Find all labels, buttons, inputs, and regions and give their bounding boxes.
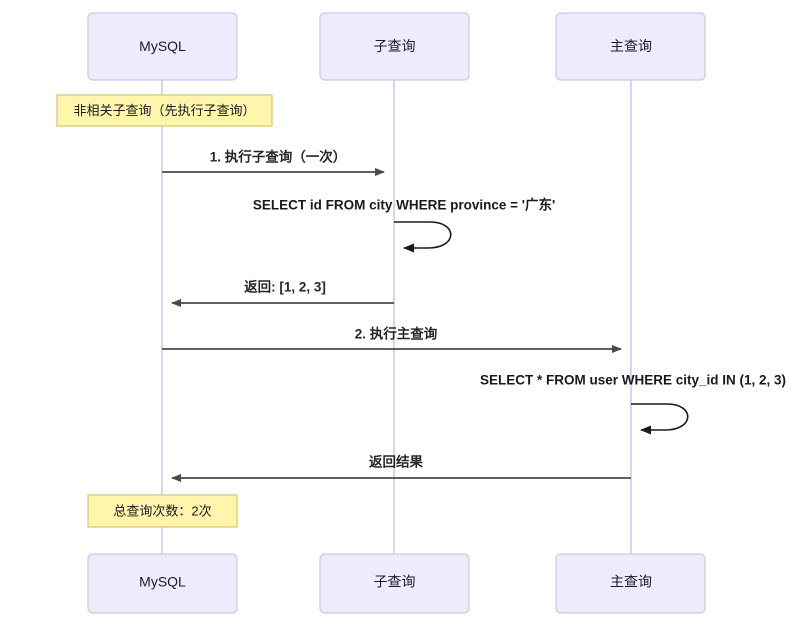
message-1-self-label: SELECT id FROM city WHERE province = '广东…: [253, 197, 555, 213]
note-label-top: 非相关子查询（先执行子查询）: [73, 103, 255, 118]
message-4-label: 返回结果: [369, 454, 423, 470]
note-bottom[interactable]: 总查询次数：2次: [87, 494, 238, 528]
participant-label-subquery: 子查询: [374, 38, 416, 54]
message-3-self-label: SELECT * FROM user WHERE city_id IN (1, …: [480, 373, 786, 388]
message-4[interactable]: 返回结果: [171, 454, 631, 482]
message-2-label: 返回: [1, 2, 3]: [244, 280, 326, 295]
message-3-self-loop[interactable]: [631, 403, 689, 435]
participant-box-mysql-footer[interactable]: [87, 553, 238, 614]
participant-box-mainquery-footer[interactable]: [555, 553, 706, 614]
message-1-self-loop[interactable]: [394, 221, 452, 253]
note-box-top[interactable]: [56, 94, 273, 127]
participant-box-subquery[interactable]: [319, 12, 470, 81]
note-box-bottom[interactable]: [87, 494, 238, 528]
participant-label-mainquery-footer: 主查询: [610, 574, 652, 590]
participant-box-subquery-footer[interactable]: [319, 553, 470, 614]
message-1[interactable]: 1. 执行子查询（一次）: [162, 149, 385, 176]
participant-box-mainquery[interactable]: [555, 12, 706, 81]
participant-box-mysql[interactable]: [87, 12, 238, 81]
message-3-label: 2. 执行主查询: [355, 326, 438, 342]
note-label-bottom: 总查询次数：2次: [113, 503, 211, 518]
message-1-label: 1. 执行子查询（一次）: [210, 149, 347, 165]
participant-label-mainquery: 主查询: [610, 38, 652, 54]
message-1-self[interactable]: SELECT id FROM city WHERE province = '广东…: [253, 197, 555, 253]
participant-label-mysql: MySQL: [139, 38, 186, 54]
message-3[interactable]: 2. 执行主查询: [162, 326, 622, 353]
participant-header-subquery[interactable]: 子查询: [319, 12, 470, 81]
participant-footer-subquery[interactable]: 子查询: [319, 553, 470, 614]
participant-label-mysql-footer: MySQL: [139, 574, 186, 590]
participant-label-subquery-footer: 子查询: [374, 574, 416, 590]
lifelines: [161, 80, 632, 554]
participant-header-mysql[interactable]: MySQL: [87, 12, 238, 81]
participant-header-mainquery[interactable]: 主查询: [555, 12, 706, 81]
message-3-self[interactable]: SELECT * FROM user WHERE city_id IN (1, …: [480, 373, 786, 435]
note-top[interactable]: 非相关子查询（先执行子查询）: [56, 94, 273, 127]
message-2[interactable]: 返回: [1, 2, 3]: [171, 280, 394, 307]
participant-footer-mysql[interactable]: MySQL: [87, 553, 238, 614]
participant-footer-mainquery[interactable]: 主查询: [555, 553, 706, 614]
